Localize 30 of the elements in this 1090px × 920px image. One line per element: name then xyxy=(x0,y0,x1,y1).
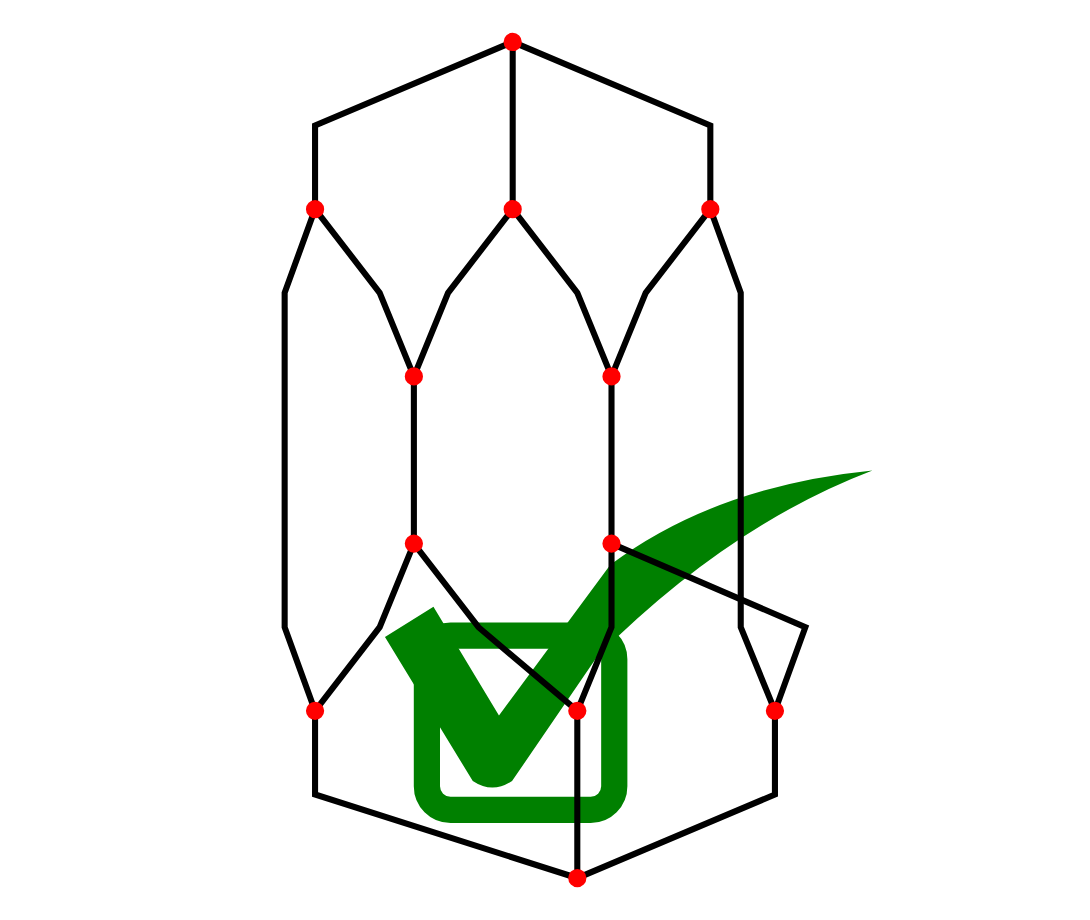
connector xyxy=(611,213,709,371)
node-circle xyxy=(568,868,587,888)
connector xyxy=(416,547,574,709)
connector xyxy=(317,549,414,707)
node-circle xyxy=(568,701,587,720)
node-circle xyxy=(765,701,785,720)
connector xyxy=(317,213,414,371)
connector xyxy=(413,213,511,371)
node-circle xyxy=(602,367,621,386)
connector xyxy=(710,215,775,705)
node-circle xyxy=(602,534,621,553)
connector xyxy=(577,551,615,705)
connector xyxy=(514,213,612,371)
connector xyxy=(281,215,316,705)
node-circle xyxy=(503,200,522,219)
node-circle xyxy=(503,32,522,52)
node-circle xyxy=(701,200,720,219)
connector xyxy=(583,718,778,878)
connector xyxy=(312,42,507,202)
connector xyxy=(509,49,516,202)
node-circle xyxy=(404,534,423,553)
node-circle xyxy=(404,367,423,386)
connector xyxy=(574,718,581,871)
node-circle xyxy=(305,701,325,720)
connector xyxy=(410,384,417,536)
connector xyxy=(608,384,615,536)
node-circle xyxy=(305,200,325,219)
connector xyxy=(617,543,810,705)
connector xyxy=(312,718,571,879)
connector xyxy=(518,42,714,202)
